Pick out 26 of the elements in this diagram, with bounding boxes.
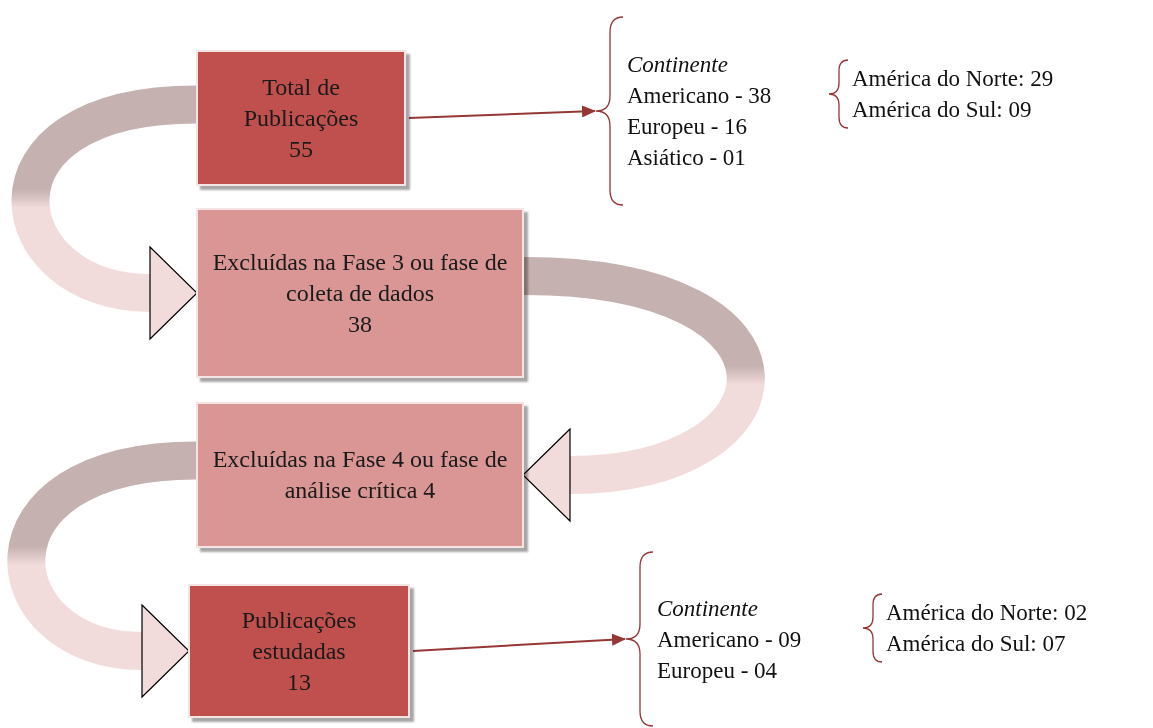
process-box [196,50,406,186]
arrow [412,633,626,652]
list-text: América do Sul: 07 [886,630,1067,658]
process-box [196,208,524,378]
list-text: Europeu - 04 [657,656,779,685]
list-text: Europeu - 16 [627,113,749,141]
box-text: 38 [348,309,372,339]
list-text: Continente [657,594,759,623]
box-text: Excluídas na Fase 4 ou fase de análise crítica 4 [211,445,509,505]
curved-block-arrow [7,441,198,698]
box-text: 13 [287,667,311,697]
box-text: Publicações estudadas [240,605,358,666]
box-text: Total de Publicações [242,72,360,133]
list-text: Continente [627,51,729,79]
box-text: Excluídas na Fase 3 ou fase de coleta de dados [211,247,509,308]
list-text: Asiático - 01 [627,144,747,172]
list-text: América do Norte: 02 [886,599,1089,627]
process-box [188,584,410,718]
process-box [196,402,524,548]
box-text: 55 [289,134,313,164]
list-text: Americano - 09 [657,625,803,654]
list-text: América do Norte: 29 [852,65,1055,93]
list-text: Americano - 38 [627,82,773,110]
arrow [408,105,596,119]
list-text: América do Sul: 09 [852,96,1033,124]
curved-block-arrow [11,85,198,340]
